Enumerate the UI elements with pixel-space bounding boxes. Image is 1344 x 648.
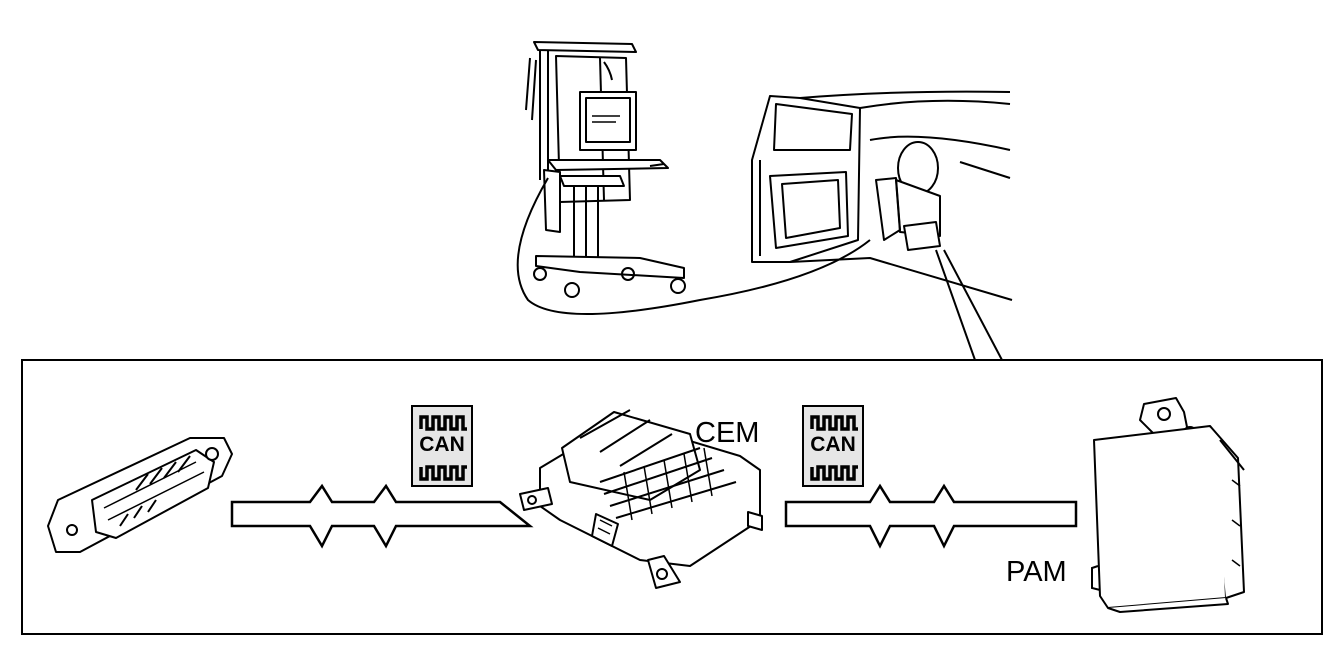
can-badge-label: CAN <box>810 433 856 456</box>
diagnostic-workstation <box>525 41 686 298</box>
callout-leader-lines <box>935 249 1003 361</box>
label-pam: PAM <box>1006 556 1067 588</box>
can-badge-label: CAN <box>419 433 465 456</box>
label-cem: CEM <box>695 417 760 449</box>
pam-connector-bracket <box>1091 565 1101 591</box>
can-bus-arrow-right <box>784 483 1078 549</box>
can-badge-left: CAN <box>411 405 473 487</box>
detail-frame <box>21 359 1323 635</box>
cem-module <box>519 409 763 589</box>
can-badge-right: CAN <box>802 405 864 487</box>
obd-connector <box>47 437 233 553</box>
can-bus-arrow-left <box>230 483 534 549</box>
pam-module <box>1093 397 1245 613</box>
vehicle-open-door <box>751 90 1013 301</box>
can-waveform-icon <box>419 415 467 481</box>
can-waveform-icon <box>810 415 858 481</box>
cable-loop <box>516 177 871 315</box>
